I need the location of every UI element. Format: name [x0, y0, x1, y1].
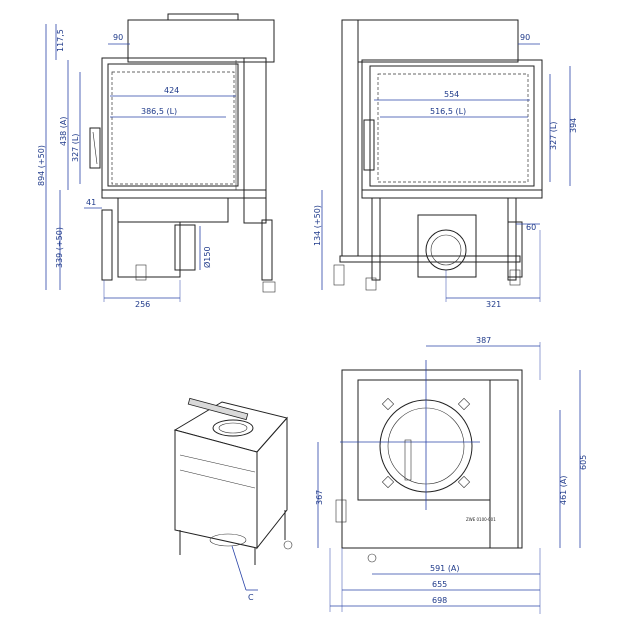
- front-dim-41: 41: [86, 198, 96, 207]
- top-plate-label: ZWE 0100-001: [466, 517, 496, 522]
- side-dim-516-5: 516,5 (L): [430, 107, 466, 116]
- front-dim-339: 339 (+50): [55, 227, 64, 268]
- front-stand-left: [117, 221, 181, 278]
- front-dim-424: 424: [164, 86, 179, 95]
- top-dim-591: 591 (A): [430, 564, 460, 573]
- top-dim-387: 387: [476, 336, 491, 345]
- side-glass-outline: [377, 73, 529, 183]
- side-top-housing: [357, 19, 519, 63]
- front-leg-left: [101, 209, 113, 281]
- front-glass-outline: [111, 71, 235, 185]
- side-dim-60: 60: [526, 223, 536, 232]
- side-dim-327: 327 (L): [549, 121, 558, 150]
- side-dim-90: 90: [520, 33, 530, 42]
- side-rear-column: [341, 19, 359, 257]
- front-top-housing: [127, 19, 275, 63]
- side-handle: [363, 119, 375, 171]
- front-dim-386-5: 386,5 (L): [141, 107, 177, 116]
- top-dim-367: 367: [315, 490, 324, 505]
- side-door-frame: [369, 65, 535, 187]
- front-top-collar: [167, 13, 239, 21]
- side-air-inlet-box: [417, 214, 477, 278]
- front-leg-right: [261, 219, 273, 281]
- side-view: 90 554 516,5 (L) 327 (L) 394 134 (+50) 6…: [313, 19, 578, 309]
- side-dim-134: 134 (+50): [313, 205, 322, 246]
- front-dim-327-front: 327 (L): [71, 133, 80, 162]
- top-view: ZWE 0100-001 387 605 461 (A) 367 591 (A)…: [315, 336, 588, 614]
- front-air-pipe: [174, 224, 196, 271]
- side-air-inlet-ring: [425, 229, 467, 271]
- front-side-column: [243, 57, 267, 224]
- front-dim-894: 894 (+50): [37, 145, 46, 186]
- front-dim-90: 90: [113, 33, 123, 42]
- front-ash-box: [117, 197, 229, 223]
- front-dim-256: 256: [135, 300, 150, 309]
- front-dim-117-5: 117,5: [56, 29, 65, 52]
- top-dim-461: 461 (A): [559, 475, 568, 505]
- side-dim-554: 554: [444, 90, 459, 99]
- side-dim-321: 321: [486, 300, 501, 309]
- top-dim-655: 655: [432, 580, 447, 589]
- iso-flue-opening: [212, 419, 254, 437]
- front-dim-150: Ø150: [202, 246, 212, 268]
- iso-callout-c: C: [248, 593, 254, 602]
- front-door-frame: [107, 63, 239, 187]
- top-inner-frame: [357, 379, 491, 501]
- front-body-frame: [101, 57, 245, 191]
- side-body-frame: [361, 59, 543, 191]
- top-dim-698: 698: [432, 596, 447, 605]
- iso-view: C: [173, 397, 293, 602]
- top-dim-605: 605: [579, 455, 588, 470]
- front-door-handle: [89, 127, 101, 169]
- front-view: 90 117,5 424 386,5 (L) 438 (A) 327 (L) 8…: [37, 13, 276, 309]
- front-dim-438: 438 (A): [59, 116, 68, 146]
- top-outer-frame: [341, 369, 523, 549]
- side-dim-394: 394: [569, 118, 578, 133]
- iso-side-face: [256, 416, 288, 550]
